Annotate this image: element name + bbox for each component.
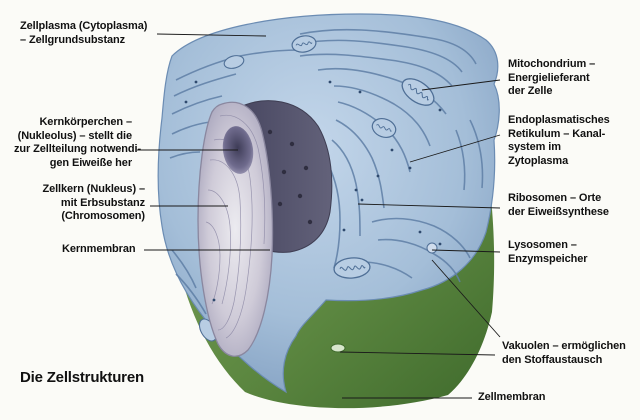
diagram-title: Die Zellstrukturen (20, 369, 144, 386)
label-er: Endoplasmatisches Retikulum – Kanal- sys… (508, 114, 610, 167)
leader-lines (137, 33, 501, 399)
ribosomes (184, 80, 442, 302)
label-cell-membrane: Zellmembran (478, 391, 546, 403)
label-nucleus: Zellkern (Nukleus) – mit Erbsubstanz (Ch… (42, 183, 145, 222)
endoplasmic-reticulum (169, 28, 484, 315)
label-vacuoles: Vakuolen – ermöglichen den Stoffaustausc… (502, 340, 626, 366)
nucleus-body (197, 101, 274, 357)
label-cytoplasm: Zellplasma (Cytoplasma) – Zellgrundsubst… (20, 20, 148, 46)
label-nuclear-membrane: Kernmembran (62, 243, 136, 255)
lysosome (426, 242, 438, 254)
vacuole (330, 343, 346, 353)
label-nucleolus: Kernkörperchen – (Nukleolus) – stellt di… (14, 116, 142, 169)
label-ribosomes: Ribosomen – Orte der Eiweißsynthese (508, 192, 609, 218)
label-lysosomes: Lysosomen – Enzymspeicher (508, 239, 588, 265)
label-mitochondrion: Mitochondrium – Energielieferant der Zel… (508, 58, 596, 97)
